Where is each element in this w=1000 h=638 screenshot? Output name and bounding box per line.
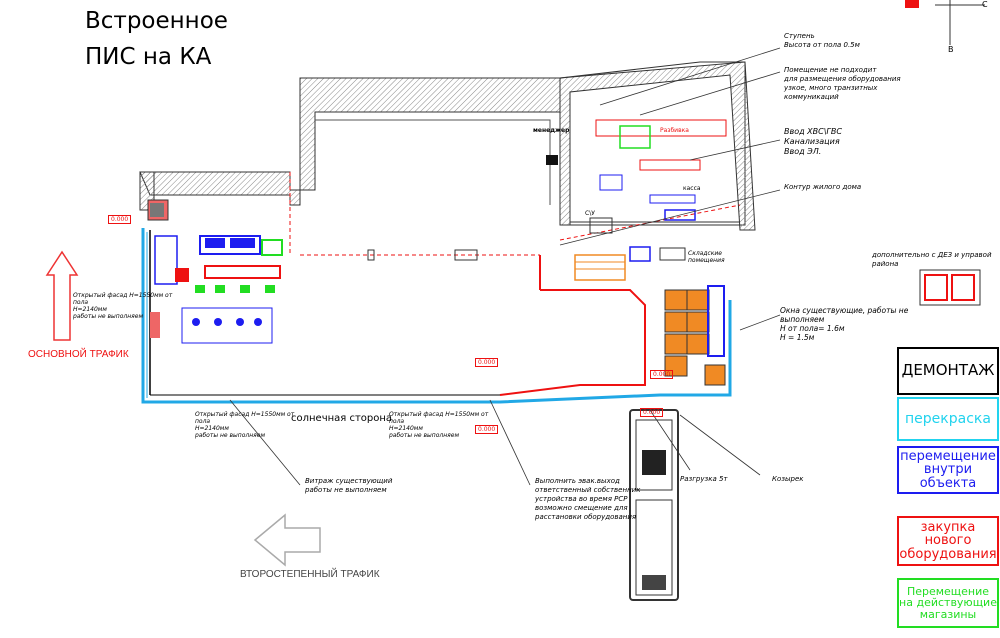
left-equipment xyxy=(147,199,283,344)
dez-inset xyxy=(919,269,981,306)
sunny-side-label: солнечная сторона xyxy=(291,413,393,424)
main-traffic-arrow xyxy=(45,250,79,341)
corridor-wall xyxy=(315,119,551,205)
upper-rooms-equipment xyxy=(546,119,740,234)
facade-line xyxy=(141,228,732,404)
callout-contour: Контур жилого дома xyxy=(784,183,862,191)
room-manager-label: менеджер xyxy=(533,127,570,134)
legend-dismantle: ДЕМОНТАЖ xyxy=(897,347,999,395)
compass-east-label: С xyxy=(982,0,988,9)
main-hall xyxy=(149,172,741,396)
callout-step: Ступень Высота от пола 0.5м xyxy=(784,32,860,49)
room-warehouse-label: Складские помещения xyxy=(688,250,725,264)
room-wc-label: С\У xyxy=(585,210,595,217)
truck xyxy=(629,409,679,601)
callout-dez: дополнительно с ДЕЗ и управой района xyxy=(872,251,992,268)
callout-leader-lines xyxy=(229,47,781,486)
callout-canopy: Козырек xyxy=(772,475,804,483)
main-traffic-label: ОСНОВНОЙ ТРАФИК xyxy=(28,349,129,360)
building-walls xyxy=(139,61,756,231)
callout-utilities: Ввод ХВС\ГВС Канализация Ввод ЭЛ. xyxy=(784,127,842,156)
level-tag: 0.000 xyxy=(650,370,674,379)
room-storage-label: Разбивка xyxy=(660,127,689,134)
callout-facade-bottom-2: Открытый фасад Н=1550мм от пола Н=2140мм… xyxy=(389,411,489,439)
callout-unloading: Разгрузка 5т xyxy=(680,475,728,483)
callout-evac-exit: Выполнить эвак.выход ответственный собст… xyxy=(535,477,641,521)
level-tag: 0.000 xyxy=(640,408,664,417)
secondary-traffic-label: ВТОРОСТЕПЕННЫЙ ТРАФИК xyxy=(240,569,380,580)
secondary-traffic-arrow xyxy=(253,513,321,567)
callout-facade-left: Открытый фасад Н=1550мм от пола Н=2140мм… xyxy=(73,292,173,320)
compass-south-label: В xyxy=(948,45,954,54)
page-title-line1: Встроенное xyxy=(85,8,228,34)
level-tag: 0.000 xyxy=(475,425,499,434)
level-tag: 0.000 xyxy=(108,215,132,224)
legend-move-inside: перемещение внутри объекта xyxy=(897,446,999,494)
level-tag: 0.000 xyxy=(475,358,499,367)
compass-rose xyxy=(905,0,985,45)
warehouse-equipment xyxy=(574,246,726,386)
room-cashier-label: касса xyxy=(683,185,701,192)
legend-repaint: перекраска xyxy=(897,397,999,441)
callout-room-unsuitable: Помещение не подходит для размещения обо… xyxy=(784,66,901,101)
legend-purchase-new: закупка нового оборудования xyxy=(897,516,999,566)
callout-facade-bottom-1: Открытый фасад Н=1550мм от пола Н=2140мм… xyxy=(195,411,295,439)
callout-windows: Окна существующие, работы не выполняем Н… xyxy=(780,306,909,342)
callout-vitrage: Витраж существующий работы не выполняем xyxy=(305,477,393,494)
legend-move-to-stores: Перемещение на действующие магазины xyxy=(897,578,999,628)
page-title-line2: ПИС на КА xyxy=(85,44,212,70)
